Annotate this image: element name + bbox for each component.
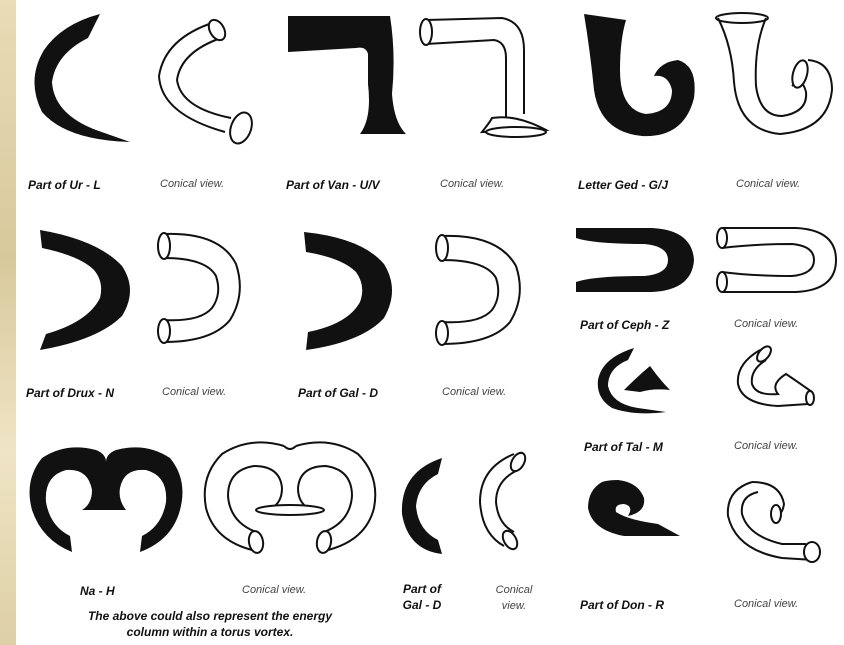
drux-conical-glyph (150, 224, 250, 356)
na-conical-glyph (200, 436, 380, 560)
tal-view-caption: Conical view. (734, 440, 798, 452)
gal-small-view-line1: Conical (484, 584, 544, 596)
gal-small-label-line2: Gal - D (392, 598, 452, 612)
gal-small-view-line2: view. (484, 600, 544, 612)
footnote-line1: The above could also represent the energ… (40, 608, 380, 624)
footnote: The above could also represent the energ… (40, 608, 380, 640)
gal-small-conical-glyph (474, 446, 534, 556)
ur-view-caption: Conical view. (160, 178, 224, 190)
ceph-conical-glyph (712, 222, 842, 298)
drux-label: Part of Drux - N (26, 386, 114, 400)
van-view-caption: Conical view. (440, 178, 504, 190)
na-solid-glyph (26, 440, 186, 558)
van-conical-glyph (412, 10, 552, 140)
don-view-caption: Conical view. (734, 598, 798, 610)
van-label: Part of Van - U/V (286, 178, 380, 192)
gal-small-label-line1: Part of (392, 582, 452, 596)
na-view-caption: Conical view. (242, 584, 306, 596)
don-label: Part of Don - R (580, 598, 664, 612)
na-label: Na - H (80, 584, 115, 598)
ur-label: Part of Ur - L (28, 178, 101, 192)
drux-solid-glyph (38, 226, 138, 354)
don-solid-glyph (584, 476, 684, 542)
gal-small-solid-glyph (398, 454, 448, 558)
ur-conical-glyph (145, 8, 260, 148)
gal-view-caption: Conical view. (442, 386, 506, 398)
tal-solid-glyph (594, 346, 674, 416)
ged-view-caption: Conical view. (736, 178, 800, 190)
ged-solid-glyph (580, 10, 705, 140)
van-solid-glyph (286, 14, 411, 139)
ceph-solid-glyph (574, 224, 699, 296)
ceph-label: Part of Ceph - Z (580, 318, 669, 332)
gal-label: Part of Gal - D (298, 386, 378, 400)
ged-label: Letter Ged - G/J (578, 178, 668, 192)
gal-conical-glyph (430, 226, 530, 358)
footnote-line2: column within a torus vortex. (40, 624, 380, 640)
tal-label: Part of Tal - M (584, 440, 663, 454)
tal-conical-glyph (730, 344, 820, 414)
ceph-view-caption: Conical view. (734, 318, 798, 330)
drux-view-caption: Conical view. (162, 386, 226, 398)
ged-conical-glyph (708, 6, 838, 146)
ur-solid-glyph (26, 10, 136, 145)
don-conical-glyph (722, 474, 826, 574)
gal-solid-glyph (302, 230, 402, 354)
